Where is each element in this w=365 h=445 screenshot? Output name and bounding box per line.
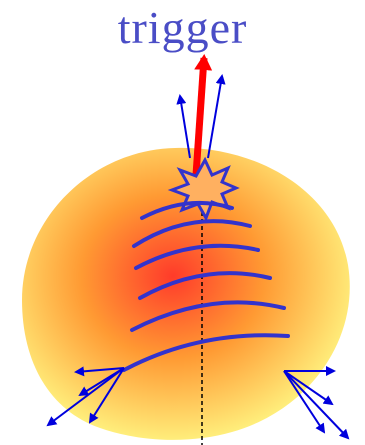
trigger-side-arrow-right <box>208 76 222 158</box>
right-fan-arrow-3 <box>284 371 348 438</box>
right-fan-arrows <box>284 371 348 438</box>
